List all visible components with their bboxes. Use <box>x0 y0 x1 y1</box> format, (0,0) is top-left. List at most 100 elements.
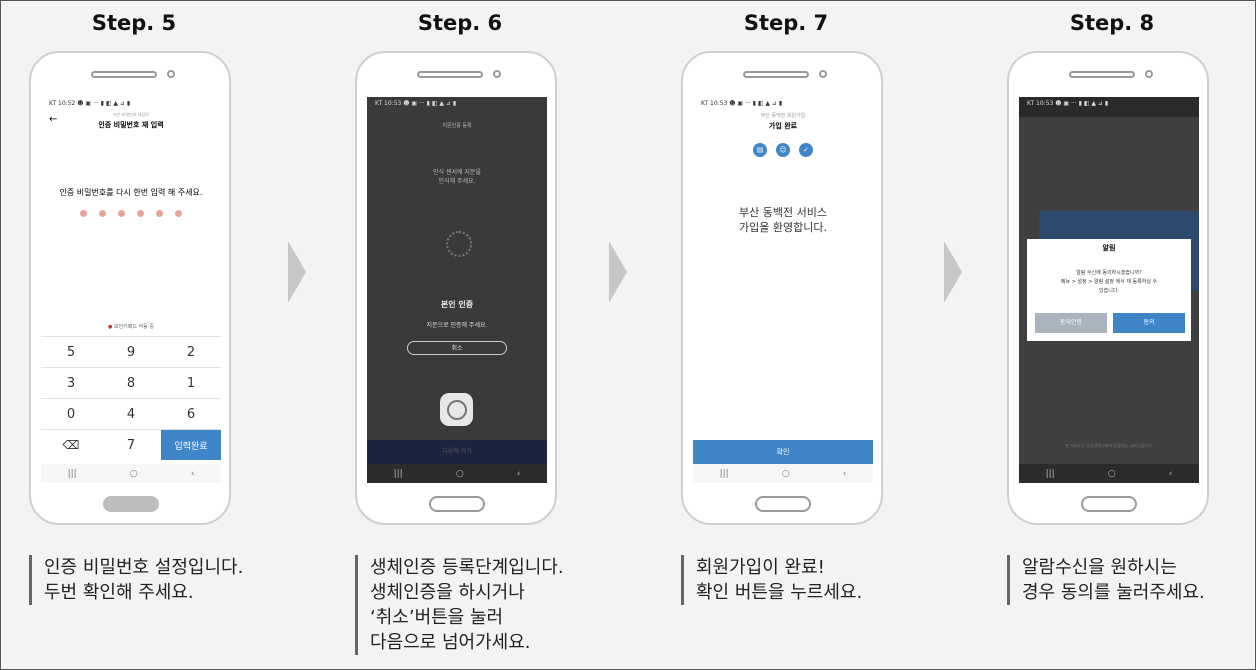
welcome-message: 부산 동백전 서비스 가입을 환영합니다. <box>693 205 873 235</box>
phone-speaker <box>417 71 483 78</box>
caption-line: 두번 확인해 주세요. <box>44 582 194 603</box>
dialog-message-line: 메뉴 > 설정 > 알림 설정 에서 재 등록하실 수 <box>1060 279 1158 285</box>
home-icon[interactable]: ○ <box>129 468 138 479</box>
back-icon[interactable]: ‹ <box>1168 468 1173 479</box>
step-caption: 생체인증 등록단계입니다. 생체인증을 하시거나 ‘취소’버튼을 눌러 다음으로… <box>355 555 564 655</box>
key-1[interactable]: 1 <box>161 367 221 398</box>
key-0[interactable]: 0 <box>41 398 101 429</box>
key-2[interactable]: 2 <box>161 336 221 367</box>
home-icon[interactable]: ○ <box>455 468 464 479</box>
auth-dialog-message: 지문으로 인증해 주세요. <box>426 322 488 329</box>
skip-button[interactable]: 다음에 하기 <box>367 440 547 464</box>
caption-line: 다음으로 넘어가세요. <box>370 632 531 653</box>
phone-mockup: KT 10:52 ☻ ▣ ··· ▮ ◧ ▲ ⊿ ▮ ← 보안 비밀번호 재입력… <box>29 51 231 525</box>
check-icon: ✓ <box>799 143 813 157</box>
lock-icon: ● <box>108 324 113 330</box>
cancel-button[interactable]: 취소 <box>407 341 507 355</box>
caption-line: 회원가입이 완료! <box>696 557 825 578</box>
dialog-buttons: 동의안함 동의 <box>1035 313 1185 333</box>
phone-speaker <box>91 71 157 78</box>
phone-screen: KT 10:53 ☻ ▣ ··· ▮ ◧ ▲ ⊿ ▮ 부산 동백전 회원가입 가… <box>693 97 873 483</box>
footer-note: 본 서비스는 부산광역시에서 운영하는 서비스입니다. <box>1065 443 1153 448</box>
agree-button[interactable]: 동의 <box>1113 313 1185 333</box>
dialog-message-line: 알림 수신에 동의하시겠습니까? <box>1076 270 1142 276</box>
phone-camera <box>493 70 501 78</box>
welcome-line: 부산 동백전 서비스 <box>739 206 827 219</box>
pin-prompt: 인증 비밀번호를 다시 한번 입력 해 주세요. <box>59 188 203 197</box>
phone-camera <box>167 70 175 78</box>
status-bar: KT 10:53 ☻ ▣ ··· ▮ ◧ ▲ ⊿ ▮ <box>1027 100 1109 107</box>
auth-dialog-title: 본인 인증 <box>440 300 474 309</box>
home-icon[interactable]: ○ <box>781 468 790 479</box>
status-bar: KT 10:53 ☻ ▣ ··· ▮ ◧ ▲ ⊿ ▮ <box>375 100 457 107</box>
recent-apps-icon[interactable]: ||| <box>67 468 77 479</box>
phone-speaker <box>1069 71 1135 78</box>
recent-apps-icon[interactable]: ||| <box>393 468 403 479</box>
user-icon: ☺ <box>776 143 790 157</box>
progress-icons: ▤ ☺ ✓ <box>693 143 873 157</box>
back-icon[interactable]: ‹ <box>516 468 521 479</box>
phone-screen: KT 10:52 ☻ ▣ ··· ▮ ◧ ▲ ⊿ ▮ ← 보안 비밀번호 재입력… <box>41 97 221 483</box>
number-keypad: 5 9 2 3 8 1 0 4 6 ⌫ 7 입력완료 <box>41 336 221 460</box>
phone-camera <box>819 70 827 78</box>
pin-dot <box>99 210 106 217</box>
recent-apps-icon[interactable]: ||| <box>1045 468 1055 479</box>
back-icon[interactable]: ‹ <box>190 468 195 479</box>
step-title: Step. 8 <box>1069 11 1155 35</box>
android-nav-bar: ||| ○ ‹ <box>1019 464 1199 483</box>
screen-header: ← 보안 비밀번호 재입력 인증 비밀번호 재 입력 <box>41 110 221 134</box>
confirm-button[interactable]: 확인 <box>693 440 873 464</box>
key-8[interactable]: 8 <box>101 367 161 398</box>
home-icon[interactable]: ○ <box>1107 468 1116 479</box>
phone-screen: KT 10:53 ☻ ▣ ··· ▮ ◧ ▲ ⊿ ▮ 지문인증 등록 인식 센서… <box>367 97 547 483</box>
sensor-text: 인식해 주세요. <box>438 178 476 185</box>
pin-dot <box>156 210 163 217</box>
pin-dot <box>137 210 144 217</box>
disagree-button[interactable]: 동의안함 <box>1035 313 1107 333</box>
dialog-message: 알림 수신에 동의하시겠습니까? 메뉴 > 설정 > 알림 설정 에서 재 등록… <box>1027 269 1191 296</box>
phone-speaker <box>743 71 809 78</box>
phone-mockup: KT 10:53 ☻ ▣ ··· ▮ ◧ ▲ ⊿ ▮ 알림 알림 수신에 동의하… <box>1007 51 1209 525</box>
document-icon: ▤ <box>753 143 767 157</box>
step-title: Step. 6 <box>417 11 503 35</box>
backspace-icon[interactable]: ⌫ <box>41 429 101 460</box>
key-3[interactable]: 3 <box>41 367 101 398</box>
welcome-line: 가입을 환영합니다. <box>739 221 827 234</box>
next-arrow-icon <box>944 241 962 303</box>
step-caption: 인증 비밀번호 설정입니다. 두번 확인해 주세요. <box>29 555 243 605</box>
dialog-message-line: 있습니다. <box>1099 288 1119 294</box>
key-4[interactable]: 4 <box>101 398 161 429</box>
key-7[interactable]: 7 <box>101 429 161 460</box>
status-bar: KT 10:52 ☻ ▣ ··· ▮ ◧ ▲ ⊿ ▮ <box>49 100 131 107</box>
key-6[interactable]: 6 <box>161 398 221 429</box>
step-title: Step. 7 <box>743 11 829 35</box>
screen-subtitle: 지문인증 등록 <box>442 123 472 129</box>
phone-mockup: KT 10:53 ☻ ▣ ··· ▮ ◧ ▲ ⊿ ▮ 부산 동백전 회원가입 가… <box>681 51 883 525</box>
phone-mockup: KT 10:53 ☻ ▣ ··· ▮ ◧ ▲ ⊿ ▮ 지문인증 등록 인식 센서… <box>355 51 557 525</box>
android-nav-bar: ||| ○ ‹ <box>41 464 221 483</box>
pin-dot <box>80 210 87 217</box>
secure-keypad-label: 보안키패드 작동 중 <box>113 324 154 330</box>
android-nav-bar: ||| ○ ‹ <box>367 464 547 483</box>
caption-line: 경우 동의를 눌러주세요. <box>1022 582 1205 603</box>
submit-button[interactable]: 입력완료 <box>161 429 221 460</box>
fingerprint-sensor-button[interactable] <box>440 393 473 426</box>
caption-line: 생체인증 등록단계입니다. <box>370 557 564 578</box>
key-5[interactable]: 5 <box>41 336 101 367</box>
key-9[interactable]: 9 <box>101 336 161 367</box>
back-arrow-icon[interactable]: ← <box>49 114 58 125</box>
recent-apps-icon[interactable]: ||| <box>719 468 729 479</box>
next-arrow-icon <box>609 241 627 303</box>
dialog-title: 알림 <box>1102 244 1116 252</box>
screen-title: 가입 완료 <box>768 122 798 130</box>
caption-line: ‘취소’버튼을 눌러 <box>370 607 504 628</box>
pin-dots <box>41 210 221 217</box>
caption-line: 생체인증을 하시거나 <box>370 582 525 603</box>
caption-line: 인증 비밀번호 설정입니다. <box>44 557 244 578</box>
pin-dot <box>175 210 182 217</box>
back-icon[interactable]: ‹ <box>842 468 847 479</box>
phone-screen: KT 10:53 ☻ ▣ ··· ▮ ◧ ▲ ⊿ ▮ 알림 알림 수신에 동의하… <box>1019 97 1199 483</box>
step-title: Step. 5 <box>91 11 177 35</box>
phone-home-button <box>103 496 159 512</box>
